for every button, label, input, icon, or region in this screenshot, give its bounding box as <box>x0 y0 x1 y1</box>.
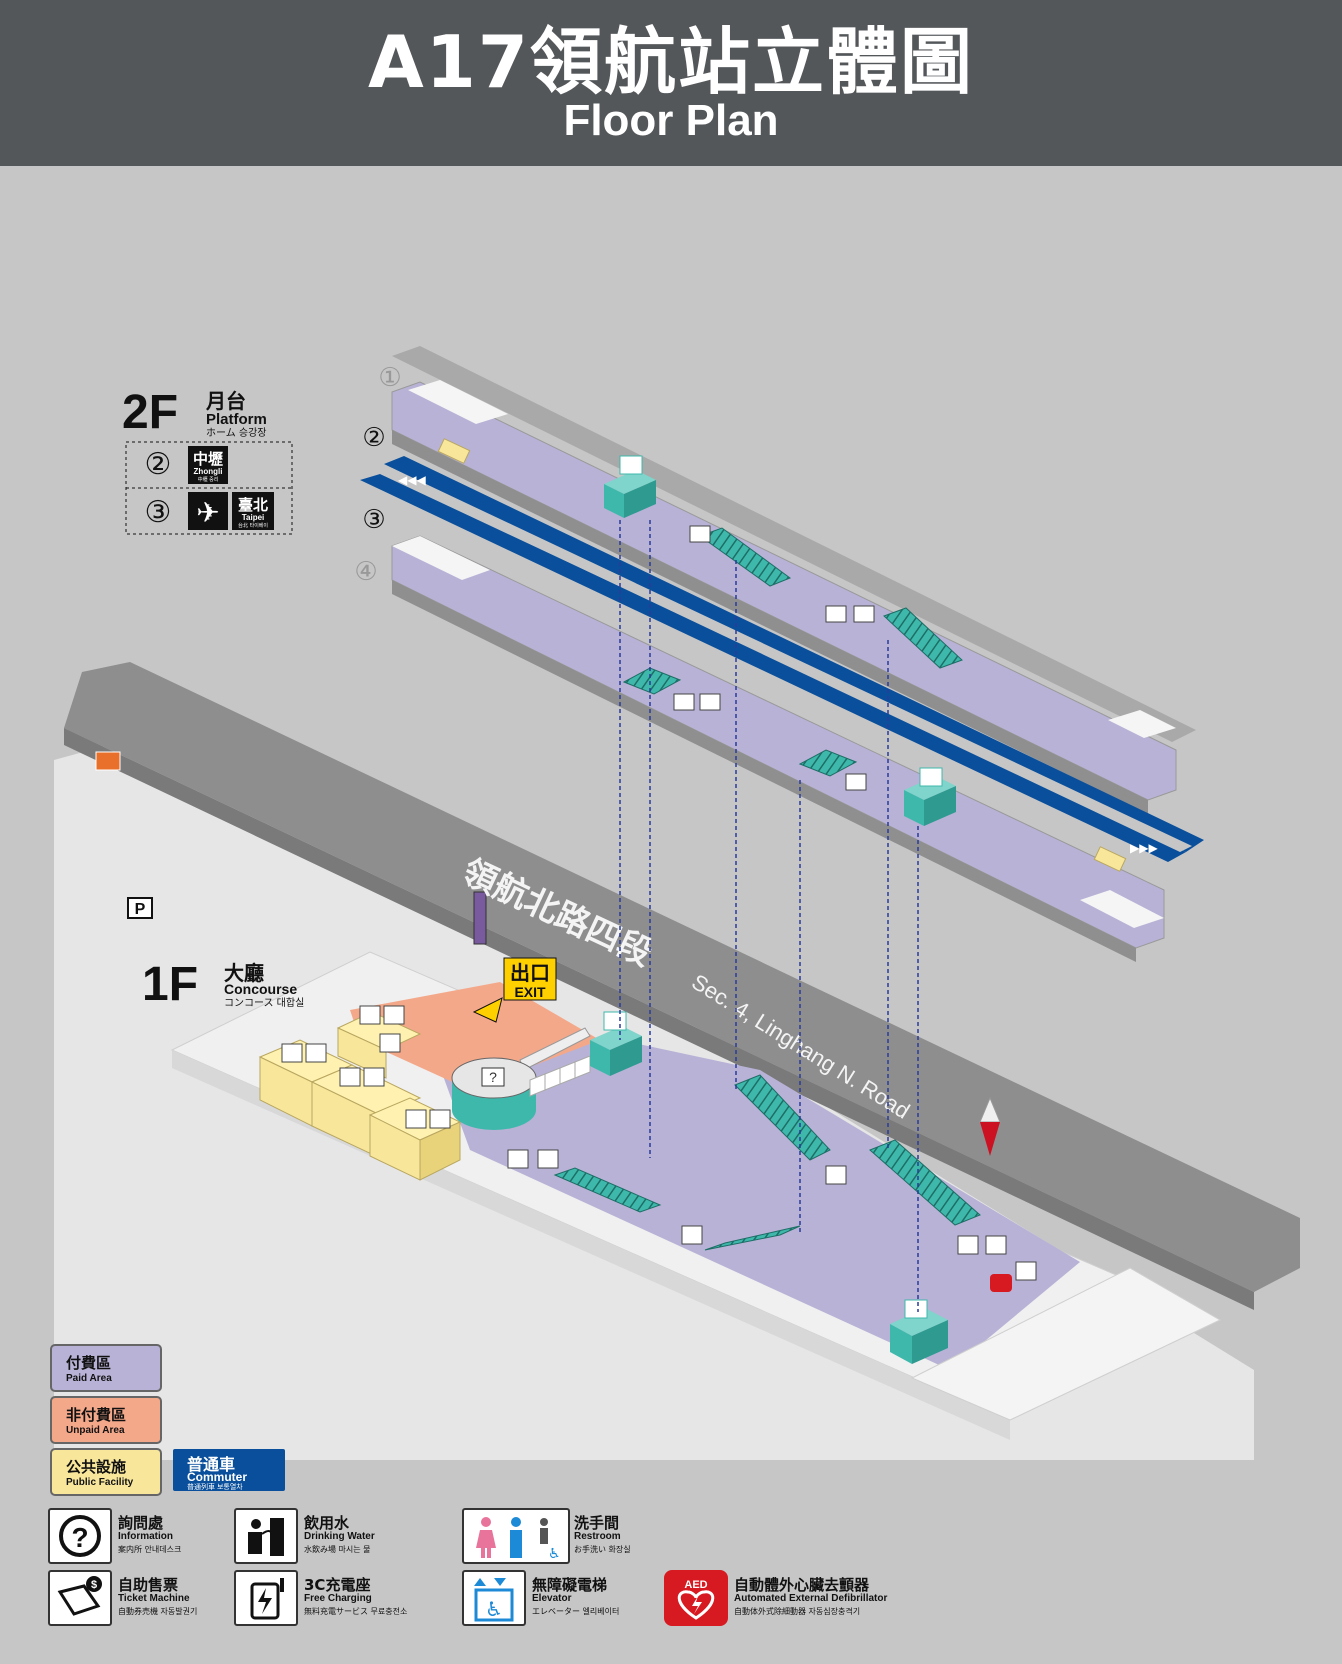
svg-text:③: ③ <box>362 505 385 535</box>
svg-text:②: ② <box>362 423 385 453</box>
svg-text:中壢 중리: 中壢 중리 <box>198 476 219 483</box>
direction-arrows-east: ▶▶▶ <box>1130 841 1158 855</box>
concourse-stairs-gate <box>529 1055 591 1097</box>
concourse-escalator-right <box>869 1139 981 1226</box>
information-icon: ? <box>48 1508 112 1564</box>
svg-text:月台: 月台 <box>205 389 246 413</box>
concourse-elevator-south <box>890 1299 948 1364</box>
bus-stop-icon <box>95 751 121 771</box>
concourse-escalator-mid-a <box>734 1074 831 1161</box>
svg-text:③: ③ <box>145 495 172 530</box>
track-gap <box>378 468 1192 852</box>
ticket-machine-icon: $ <box>48 1570 112 1626</box>
svg-text:?: ? <box>71 1522 88 1553</box>
road-edge <box>64 728 1254 1310</box>
concourse-elevator-north <box>590 1011 642 1076</box>
svg-text:コンコース 대합실: コンコース 대합실 <box>224 997 304 1009</box>
platform-north-end-w <box>408 380 508 424</box>
platform-escalator-1 <box>698 527 792 587</box>
svg-text:Zhongli: Zhongli <box>194 467 223 476</box>
svg-text:①: ① <box>378 363 401 393</box>
drinking-water-icon <box>234 1508 298 1564</box>
airplane-icon: ✈ <box>196 496 219 529</box>
aed-icon: AED <box>664 1570 728 1626</box>
station-floor-plan: ? <box>54 346 1300 1460</box>
platform-south-edge <box>392 580 1136 962</box>
svg-text:?: ? <box>489 1069 497 1085</box>
elevator-icon: ♿ <box>462 1570 526 1626</box>
track-platform-2 <box>384 456 1204 852</box>
platform-escalator-3 <box>622 667 682 695</box>
restroom-icon: ♿ <box>462 1508 570 1564</box>
svg-text:台北 타이베이: 台北 타이베이 <box>238 522 268 529</box>
concourse-exit-corridor <box>910 1267 1222 1421</box>
svg-text:④: ④ <box>354 557 377 587</box>
svg-text:臺北: 臺北 <box>238 496 268 514</box>
platform-north-end-e <box>1108 710 1176 738</box>
platform-north-edge <box>392 430 1148 814</box>
concourse-paid-area <box>430 1040 1080 1370</box>
svg-text:ホーム 승강장: ホーム 승강장 <box>206 427 266 439</box>
svg-text:EXIT: EXIT <box>514 984 546 1000</box>
station-sign-pole <box>473 891 487 945</box>
concourse-escalator-mid-b <box>704 1225 801 1251</box>
svg-text:Concourse: Concourse <box>224 981 297 997</box>
page-title: A17領航站立體圖 <box>368 20 974 104</box>
vertical-links <box>619 520 919 1312</box>
svg-text:大廳: 大廳 <box>224 961 264 985</box>
concourse-icons <box>281 1005 1037 1281</box>
platform-south-end-w <box>392 536 490 580</box>
svg-text:♿: ♿ <box>548 1546 561 1562</box>
svg-text:$: $ <box>91 1579 97 1591</box>
floor-label-2f: 2F 月台 Platform ホーム 승강장 ② 中壢 Zhongli 中壢 중… <box>122 386 293 535</box>
svg-text:Platform: Platform <box>206 411 267 428</box>
concourse-escalator-left <box>553 1167 662 1213</box>
svg-text:1F: 1F <box>142 958 198 1011</box>
exit-sign: 出口 EXIT <box>472 957 557 1023</box>
svg-text:2F: 2F <box>122 386 178 439</box>
platform-escalator-2 <box>883 607 963 669</box>
information-booth: ? <box>451 1057 537 1130</box>
track-platform-3 <box>360 474 1186 862</box>
platform-elevator-south <box>904 767 956 826</box>
platform-number-markers: ① ② ③ ④ <box>354 363 401 587</box>
svg-text:中壢: 中壢 <box>193 450 223 468</box>
aed-marker <box>990 1274 1012 1292</box>
direction-arrows-west: ◀◀◀ <box>398 473 426 487</box>
platform-north-back <box>392 346 1196 742</box>
platform-icons <box>673 525 875 791</box>
svg-text:Taipei: Taipei <box>242 513 265 522</box>
svg-text:出口: 出口 <box>510 961 550 985</box>
platform-south-bench <box>1093 846 1127 872</box>
page-subtitle: Floor Plan <box>563 96 779 145</box>
platform-elevator-north <box>604 455 656 518</box>
platform-south-end-e <box>1080 890 1164 928</box>
header-bar: A17領航站立體圖 Floor Plan <box>0 0 1342 166</box>
floor-label-1f: 1F 大廳 Concourse コンコース 대합실 <box>142 958 304 1011</box>
platform-escalator-4 <box>798 749 858 777</box>
north-arrow <box>979 1096 1001 1156</box>
parking-label: P <box>135 901 146 918</box>
svg-text:♿: ♿ <box>485 1597 503 1621</box>
parking-icon <box>127 897 153 919</box>
platform-north-bench <box>437 438 471 464</box>
charging-icon <box>234 1570 298 1626</box>
svg-text:②: ② <box>145 447 172 482</box>
svg-text:AED: AED <box>684 1579 707 1591</box>
